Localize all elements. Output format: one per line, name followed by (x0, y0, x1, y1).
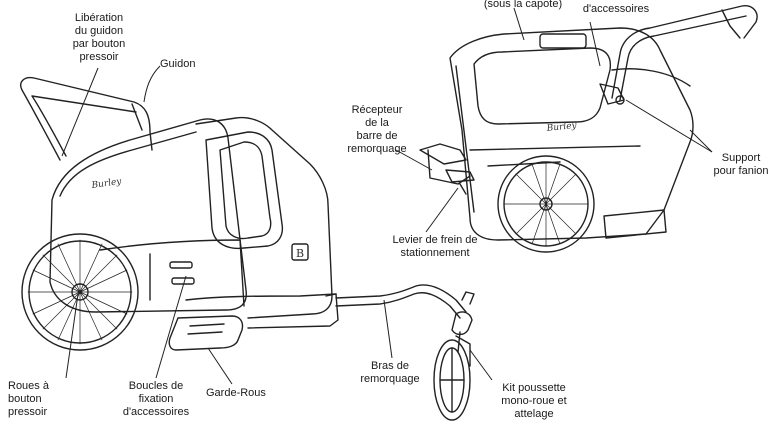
label-tow-arm: Bras de remorquage (360, 360, 420, 385)
leader-handlebar-release (61, 67, 99, 157)
stroller-wheel (433, 339, 471, 421)
left-logo-letter: B (296, 247, 304, 260)
leader-under-canopy (513, 7, 525, 41)
left-fender (168, 315, 244, 351)
label-under-canopy: (sous la capote) (483, 0, 563, 10)
right-wheel (497, 155, 595, 253)
right-trailer-body (449, 27, 694, 241)
leader-flag-1 (689, 129, 713, 153)
label-push-button-wheels: Roues à bouton pressoir (8, 380, 49, 418)
left-logo-badge (291, 243, 309, 261)
leader-flag-2 (625, 99, 713, 153)
label-tow-bar-receiver: Récepteur de la barre de remorquage (347, 104, 407, 155)
leader-brake (425, 187, 459, 233)
label-fender: Garde-Rous (206, 387, 266, 399)
leader-receiver (395, 149, 433, 171)
label-accessory-loops: Boucles de fixation d'accessoires (122, 380, 190, 418)
tow-arm (335, 284, 467, 313)
leader-loops (155, 275, 187, 379)
left-trailer-body (49, 118, 247, 313)
left-wheel (21, 233, 139, 351)
tow-bar-receiver (419, 143, 467, 165)
label-handlebar: Guidon (160, 58, 196, 70)
left-canopy (195, 116, 333, 319)
right-brand-logo: Burley (545, 121, 578, 134)
label-stroller-kit: Kit poussette mono-roue et attelage (501, 382, 567, 420)
left-brand-logo: Burley (90, 177, 123, 191)
label-parking-brake: Levier de frein de stationnement (392, 234, 478, 259)
leader-stroller (469, 349, 493, 381)
left-window (219, 141, 272, 240)
left-handlebar (20, 76, 153, 161)
leader-fender (207, 347, 233, 385)
leader-wheels (65, 293, 79, 379)
label-handlebar-release: Libération du guidon par bouton pressoir (72, 12, 126, 63)
leader-accessory-top (589, 21, 601, 67)
right-handlebar (611, 5, 758, 99)
label-accessory-mount-top: fixation d'accessoires (582, 0, 650, 15)
right-canopy-window (473, 47, 612, 125)
label-flag-holder: Support pour fanion (713, 152, 769, 177)
leader-handlebar (143, 65, 161, 103)
leader-tow-arm (383, 299, 393, 359)
